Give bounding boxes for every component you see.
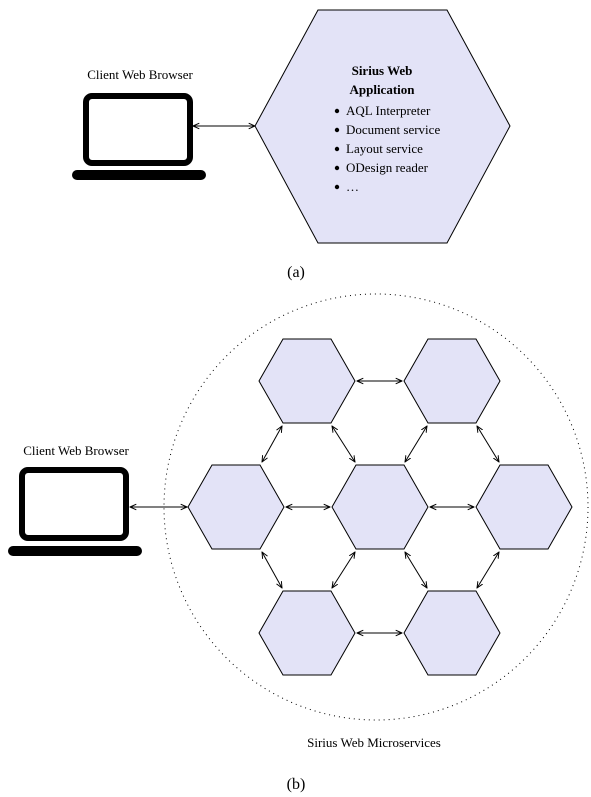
panel-b: Client Web Browser Si <box>8 293 589 793</box>
client-label-a: Client Web Browser <box>87 67 193 82</box>
microservice-hexagon <box>475 464 573 550</box>
microservice-hexagon <box>187 464 285 550</box>
cluster-label: Sirius Web Microservices <box>307 735 441 750</box>
microservices-boundary <box>163 293 589 721</box>
app-item: ODesign reader <box>346 160 429 175</box>
app-item: … <box>346 179 359 194</box>
microservice-hexagon <box>258 590 356 676</box>
app-item: Document service <box>346 122 440 137</box>
laptop-icon <box>8 467 142 556</box>
caption-a: (a) <box>287 264 305 281</box>
client-label-b: Client Web Browser <box>23 443 129 458</box>
microservice-hexagon <box>403 338 501 424</box>
app-item: AQL Interpreter <box>346 103 431 118</box>
sirius-web-application-hexagon <box>254 9 511 244</box>
app-title-line1: Sirius Web <box>352 63 413 78</box>
microservice-hexagon <box>331 464 429 550</box>
app-item-list: AQL Interpreter Document service Layout … <box>334 103 440 194</box>
laptop-icon <box>72 93 206 180</box>
microservice-hexagon <box>258 338 356 424</box>
microservice-hexagon <box>403 590 501 676</box>
app-title-line2: Application <box>349 82 415 97</box>
panel-a: Client Web Browser Sirius Web Applicatio… <box>72 9 511 281</box>
microservice-connectors <box>262 381 499 633</box>
app-item: Layout service <box>346 141 423 156</box>
caption-b: (b) <box>287 776 306 793</box>
